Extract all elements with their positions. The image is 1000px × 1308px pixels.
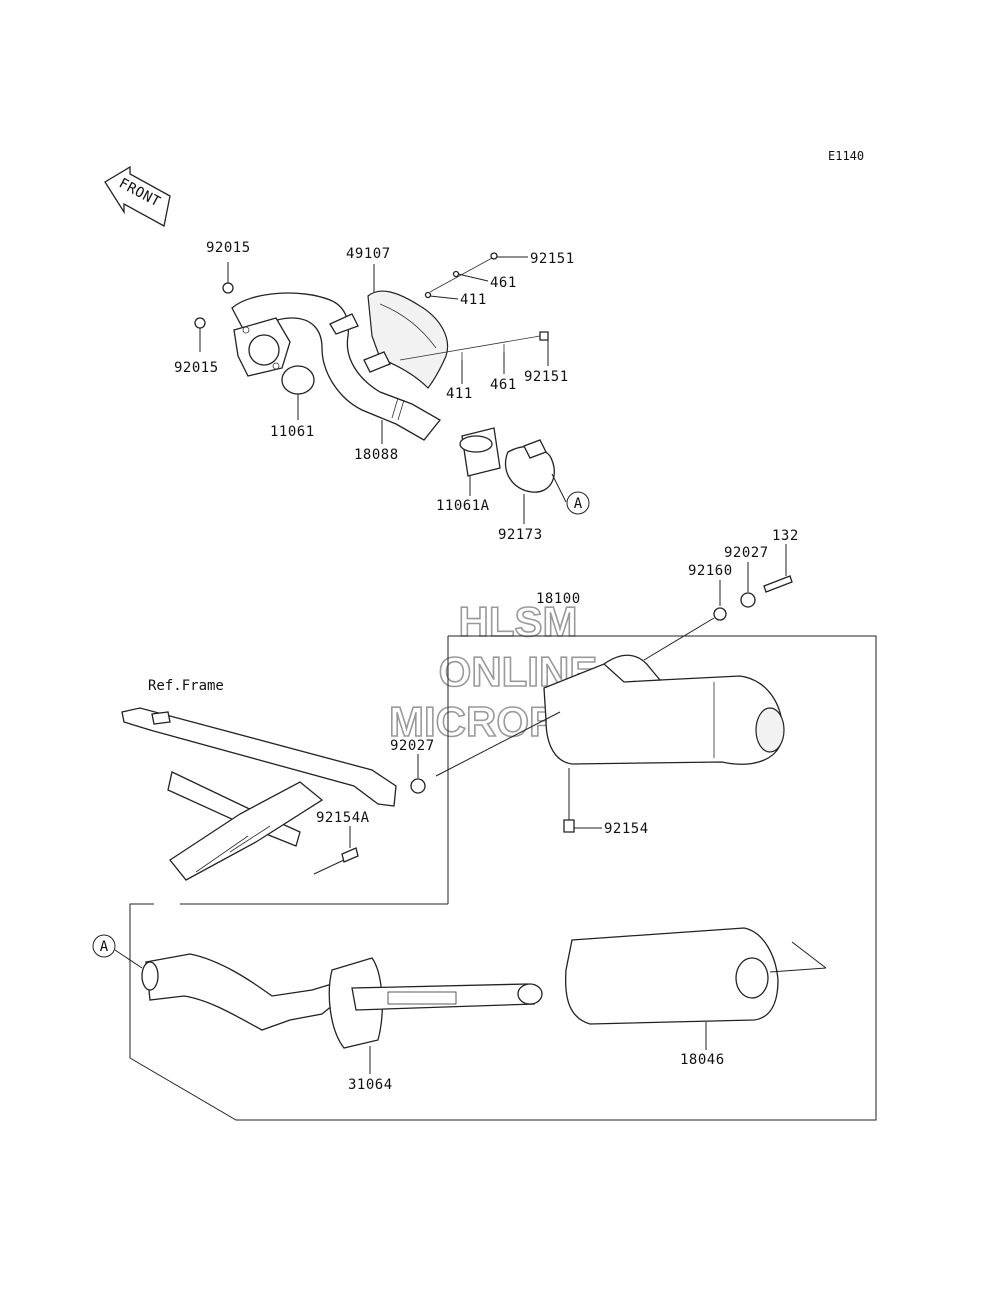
part-label-92015: 92015: [174, 360, 219, 376]
part-label-92160: 92160: [688, 563, 733, 579]
part-label-411: 411: [460, 292, 487, 308]
part-label-92173: 92173: [498, 527, 543, 543]
part-label-92151: 92151: [530, 251, 575, 267]
watermark-line-1: HLSM: [459, 598, 578, 645]
ref-frame-label: Ref.Frame: [148, 678, 224, 694]
marker-a-upper: A: [566, 491, 590, 515]
header-pipe-drawing: [194, 252, 555, 493]
part-label-92027: 92027: [724, 545, 769, 561]
part-label-31064: 31064: [348, 1077, 393, 1093]
part-labels: 92015 92015 11061 49107 92151 461 411 41…: [174, 240, 799, 1093]
muffler-drawing: [129, 575, 877, 1121]
frame-drawing: [121, 707, 397, 881]
part-label-92015: 92015: [206, 240, 251, 256]
part-label-461: 461: [490, 275, 517, 291]
part-label-92154a: 92154A: [316, 810, 370, 826]
marker-a-lower: A: [92, 934, 143, 969]
part-label-92151: 92151: [524, 369, 569, 385]
part-label-49107: 49107: [346, 246, 391, 262]
part-label-11061: 11061: [270, 424, 315, 440]
part-label-92154: 92154: [604, 821, 649, 837]
diagram-code: E1140: [828, 149, 864, 163]
front-arrow-icon: FRONT: [104, 165, 171, 227]
part-label-92027: 92027: [390, 738, 435, 754]
part-label-461: 461: [490, 377, 517, 393]
part-label-18100: 18100: [536, 591, 581, 607]
part-label-11061a: 11061A: [436, 498, 490, 514]
part-label-18088: 18088: [354, 447, 399, 463]
svg-text:A: A: [574, 496, 583, 512]
leader-lines-upper: [199, 256, 567, 524]
part-label-18046: 18046: [680, 1052, 725, 1068]
part-label-411: 411: [446, 386, 473, 402]
part-label-132: 132: [772, 528, 799, 544]
leader-lines-lower: [349, 544, 787, 1074]
svg-text:A: A: [100, 939, 109, 955]
